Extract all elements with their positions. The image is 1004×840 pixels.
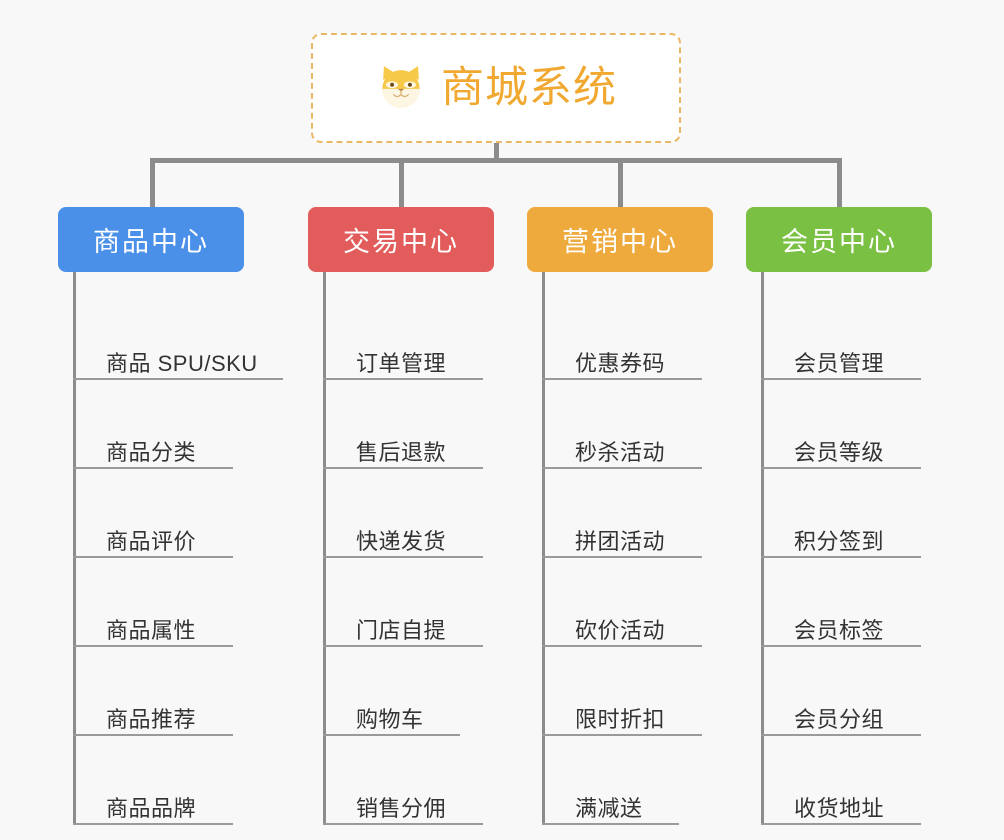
category-label: 交易中心 [343, 227, 459, 257]
root-stem-connector [494, 143, 499, 162]
category-label: 会员中心 [781, 227, 897, 257]
leaf-item-label: 满减送 [575, 795, 643, 821]
category-label: 营销中心 [562, 227, 678, 257]
leaf-item[interactable]: 商品 SPU/SKU [73, 326, 283, 380]
leaf-item[interactable]: 商品分类 [73, 415, 233, 469]
leaf-item[interactable]: 门店自提 [323, 593, 483, 647]
leaf-item[interactable]: 售后退款 [323, 415, 483, 469]
leaf-item-label: 购物车 [356, 706, 424, 732]
leaf-item-label: 会员标签 [794, 617, 885, 643]
category-column-2: 交易中心订单管理售后退款快递发货门店自提购物车销售分佣 [308, 207, 494, 831]
leaf-item-label: 拼团活动 [575, 528, 666, 554]
drop-connector-4 [837, 158, 842, 207]
leaf-item-label: 销售分佣 [356, 795, 447, 821]
leaf-item-label: 快递发货 [356, 528, 447, 554]
leaf-item-label: 收货地址 [794, 795, 885, 821]
category-column-4: 会员中心会员管理会员等级积分签到会员标签会员分组收货地址 [746, 207, 932, 831]
leaf-item[interactable]: 积分签到 [761, 504, 921, 558]
leaf-item[interactable]: 收货地址 [761, 771, 921, 825]
leaf-item[interactable]: 快递发货 [323, 504, 483, 558]
leaf-list-4: 会员管理会员等级积分签到会员标签会员分组收货地址 [746, 272, 932, 831]
leaf-list-1: 商品 SPU/SKU 商品分类商品评价商品属性商品推荐商品品牌 [58, 272, 283, 831]
leaf-item-label: 限时折扣 [575, 706, 666, 732]
leaf-item-label: 商品评价 [106, 528, 197, 554]
leaf-item-label: 秒杀活动 [575, 439, 666, 465]
leaf-item-label: 优惠券码 [575, 350, 666, 376]
leaf-item[interactable]: 拼团活动 [542, 504, 702, 558]
leaf-item-label: 会员管理 [794, 350, 885, 376]
leaf-item-label: 砍价活动 [575, 617, 666, 643]
leaf-item[interactable]: 商品品牌 [73, 771, 233, 825]
drop-connector-2 [399, 158, 404, 207]
leaf-item-label: 商品推荐 [106, 706, 197, 732]
leaf-trunk-connector-2 [323, 272, 326, 825]
leaf-item-label: 积分签到 [794, 528, 885, 554]
leaf-item-label: 商品属性 [106, 617, 197, 643]
leaf-item-label: 会员分组 [794, 706, 885, 732]
category-label: 商品中心 [93, 227, 209, 257]
category-column-3: 营销中心优惠券码秒杀活动拼团活动砍价活动限时折扣满减送 [527, 207, 713, 831]
leaf-item[interactable]: 会员等级 [761, 415, 921, 469]
category-box-1[interactable]: 商品中心 [58, 207, 244, 272]
leaf-item[interactable]: 销售分佣 [323, 771, 483, 825]
category-box-4[interactable]: 会员中心 [746, 207, 932, 272]
leaf-item[interactable]: 商品推荐 [73, 682, 233, 736]
root-node[interactable]: 商城系统 [311, 33, 681, 143]
leaf-item-label: 售后退款 [356, 439, 447, 465]
leaf-item[interactable]: 优惠券码 [542, 326, 702, 380]
shiba-dog-face-icon [375, 62, 427, 114]
leaf-item-label: 商品分类 [106, 439, 197, 465]
category-column-1: 商品中心商品 SPU/SKU 商品分类商品评价商品属性商品推荐商品品牌 [58, 207, 283, 831]
horizontal-bus-connector [150, 158, 842, 163]
leaf-list-3: 优惠券码秒杀活动拼团活动砍价活动限时折扣满减送 [527, 272, 713, 831]
leaf-trunk-connector-1 [73, 272, 76, 825]
leaf-item[interactable]: 砍价活动 [542, 593, 702, 647]
leaf-item-label: 会员等级 [794, 439, 885, 465]
category-box-3[interactable]: 营销中心 [527, 207, 713, 272]
root-title: 商城系统 [441, 63, 617, 112]
leaf-item[interactable]: 会员管理 [761, 326, 921, 380]
leaf-item-label: 门店自提 [356, 617, 447, 643]
leaf-item[interactable]: 会员标签 [761, 593, 921, 647]
leaf-item[interactable]: 会员分组 [761, 682, 921, 736]
drop-connector-1 [150, 158, 155, 207]
leaf-item[interactable]: 订单管理 [323, 326, 483, 380]
leaf-item-label: 商品 SPU/SKU [106, 350, 258, 376]
leaf-list-2: 订单管理售后退款快递发货门店自提购物车销售分佣 [308, 272, 494, 831]
leaf-item[interactable]: 购物车 [323, 682, 460, 736]
leaf-item[interactable]: 限时折扣 [542, 682, 702, 736]
drop-connector-3 [618, 158, 623, 207]
leaf-trunk-connector-3 [542, 272, 545, 825]
leaf-trunk-connector-4 [761, 272, 764, 825]
leaf-item[interactable]: 商品属性 [73, 593, 233, 647]
leaf-item-label: 商品品牌 [106, 795, 197, 821]
leaf-item[interactable]: 秒杀活动 [542, 415, 702, 469]
leaf-item-label: 订单管理 [356, 350, 447, 376]
leaf-item[interactable]: 满减送 [542, 771, 679, 825]
category-box-2[interactable]: 交易中心 [308, 207, 494, 272]
leaf-item[interactable]: 商品评价 [73, 504, 233, 558]
